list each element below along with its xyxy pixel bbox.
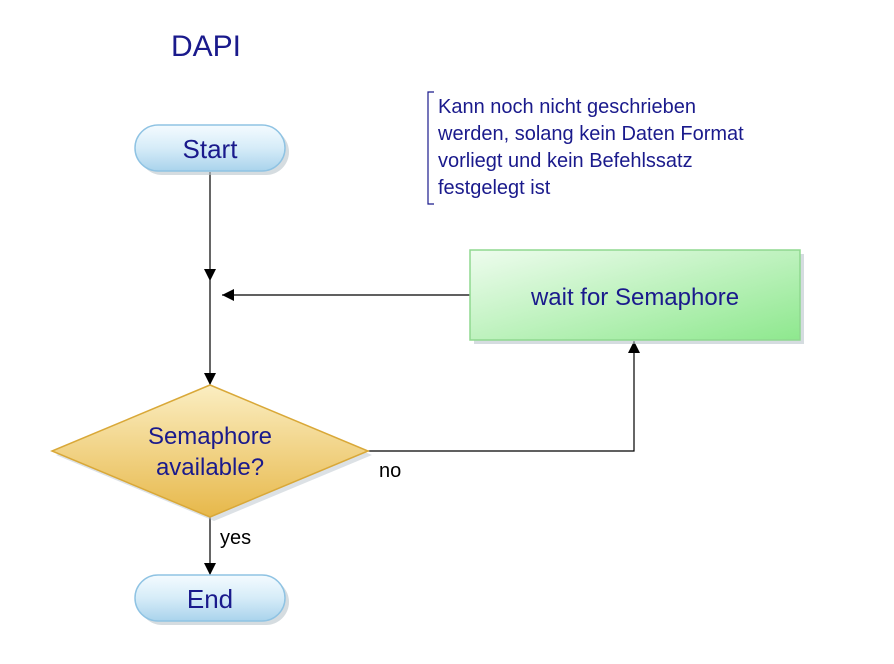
wait-node: wait for Semaphore [469, 249, 804, 344]
annotation-note: Kann noch nicht geschrieben werden, sola… [438, 96, 744, 199]
diagram-title: DAPI [171, 30, 242, 63]
edge-label-yes: yes [220, 527, 252, 549]
decision-node: Semaphore available? [50, 384, 372, 521]
edge-decision-no [368, 341, 640, 452]
annotation-bracket [427, 91, 434, 205]
decision-label-line1: Semaphore [148, 423, 272, 450]
decision-label-line2: available? [156, 454, 264, 481]
start-label: Start [183, 134, 239, 164]
end-label: End [187, 584, 233, 614]
edge-label-no: no [379, 460, 402, 482]
wait-label: wait for Semaphore [530, 284, 739, 311]
start-node: Start [134, 124, 289, 175]
end-node: End [134, 574, 289, 625]
